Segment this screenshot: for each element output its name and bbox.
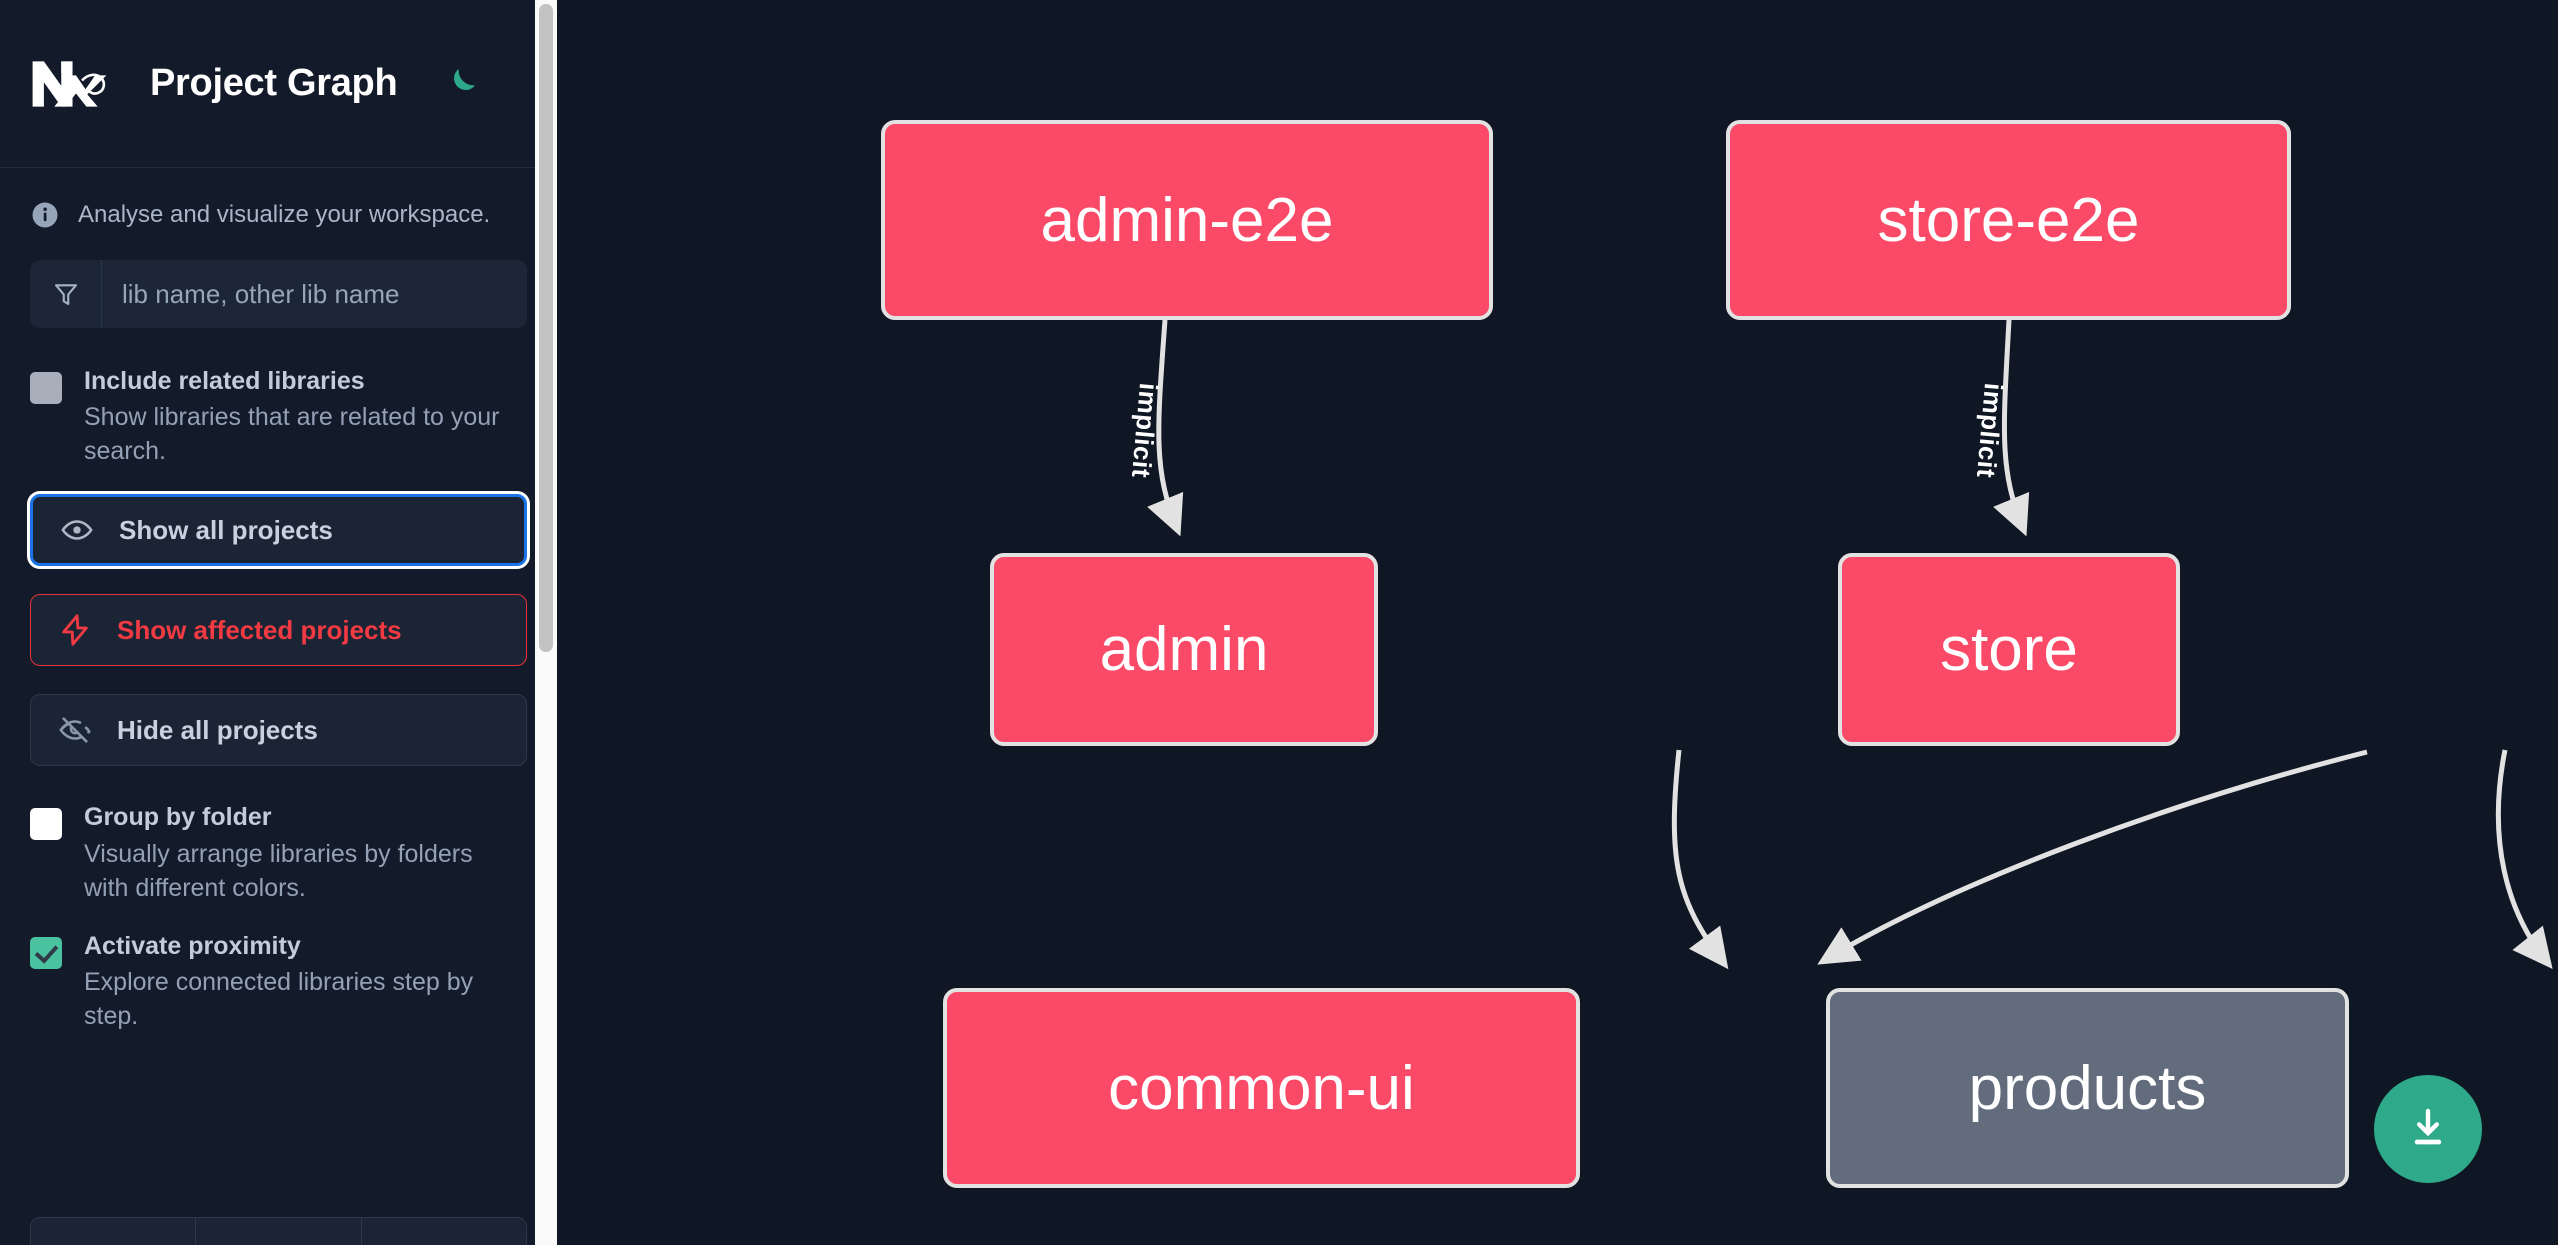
graph-edges [1147, 319, 2553, 970]
edge-store-products [2495, 749, 2553, 970]
include-related-libraries-label: Include related libraries [84, 367, 365, 395]
graph-node-store-e2e[interactable]: store-e2e [1726, 120, 2291, 320]
hide-all-projects-label: Hide all projects [117, 714, 318, 745]
activate-proximity-description: Explore connected libraries step by step… [84, 967, 474, 1030]
proximity-segmented-control[interactable] [30, 1217, 527, 1245]
activate-proximity-label: Activate proximity [84, 931, 301, 960]
graph-node-store[interactable]: store [1838, 553, 2180, 746]
graph-node-label: products [1968, 1053, 2207, 1123]
sidebar: Project Graph Analyse and visualize your… [0, 0, 557, 1245]
include-related-libraries-description: Show libraries that are related to your … [84, 403, 500, 466]
graph-node-label: store [1940, 615, 2078, 684]
page-title: Project Graph [150, 62, 398, 104]
proximity-segment-3[interactable] [361, 1218, 526, 1245]
moon-icon[interactable] [437, 61, 483, 107]
graph-canvas[interactable]: admin-e2e store-e2e admin store common-u… [557, 0, 2558, 1245]
sidebar-body: Include related libraries Show libraries… [0, 260, 557, 1033]
group-by-folder-description: Visually arrange libraries by folders wi… [84, 839, 473, 902]
show-affected-projects-button[interactable]: Show affected projects [30, 594, 527, 667]
group-by-folder-label: Group by folder [84, 803, 272, 832]
graph-node-label: common-ui [1108, 1053, 1415, 1123]
show-all-projects-label: Show all projects [119, 514, 333, 545]
lightning-icon [57, 613, 93, 647]
group-by-folder-checkbox[interactable] [30, 808, 62, 841]
sidebar-header: Project Graph [0, 0, 557, 168]
edge-admin-common-ui [1671, 749, 1729, 970]
show-affected-projects-label: Show affected projects [117, 614, 402, 645]
option-activate-proximity[interactable]: Activate proximity Explore connected lib… [30, 931, 527, 1033]
graph-node-admin[interactable]: admin [990, 553, 1378, 746]
info-icon [30, 200, 60, 230]
graph-node-label: store-e2e [1877, 185, 2140, 255]
proximity-segment-1[interactable] [31, 1218, 197, 1245]
download-icon [2404, 1104, 2452, 1155]
edge-admin-e2e-admin [1147, 319, 1184, 537]
filter-bar [30, 260, 527, 328]
graph-node-products[interactable]: products [1826, 988, 2349, 1188]
activate-proximity-checkbox[interactable] [30, 936, 62, 969]
include-related-libraries-checkbox[interactable] [30, 372, 62, 404]
funnel-icon[interactable] [30, 260, 102, 328]
hide-all-projects-button[interactable]: Hide all projects [30, 694, 527, 767]
workspace-description-text: Analyse and visualize your workspace. [78, 201, 491, 228]
eye-icon [59, 513, 95, 547]
sidebar-scrollbar[interactable] [535, 0, 557, 1245]
graph-node-common-ui[interactable]: common-ui [943, 988, 1580, 1188]
workspace-description: Analyse and visualize your workspace. [0, 168, 557, 260]
graph-node-label: admin-e2e [1040, 185, 1334, 255]
eye-off-icon [57, 713, 93, 747]
download-image-button[interactable] [2374, 1075, 2482, 1183]
project-action-buttons: Show all projects Show affected projects [30, 494, 527, 767]
edge-store-common-ui [1817, 749, 2368, 965]
nx-logo-icon [30, 54, 122, 114]
show-all-projects-button[interactable]: Show all projects [30, 494, 527, 567]
graph-node-label: admin [1099, 615, 1269, 684]
graph-node-admin-e2e[interactable]: admin-e2e [881, 120, 1493, 320]
option-include-related-libraries[interactable]: Include related libraries Show libraries… [30, 366, 527, 468]
edge-store-e2e-store [1993, 319, 2030, 537]
sidebar-scrollbar-thumb[interactable] [539, 4, 553, 652]
proximity-segment-2[interactable] [196, 1218, 362, 1245]
option-group-by-folder[interactable]: Group by folder Visually arrange librari… [30, 802, 527, 904]
search-input[interactable] [102, 260, 527, 328]
